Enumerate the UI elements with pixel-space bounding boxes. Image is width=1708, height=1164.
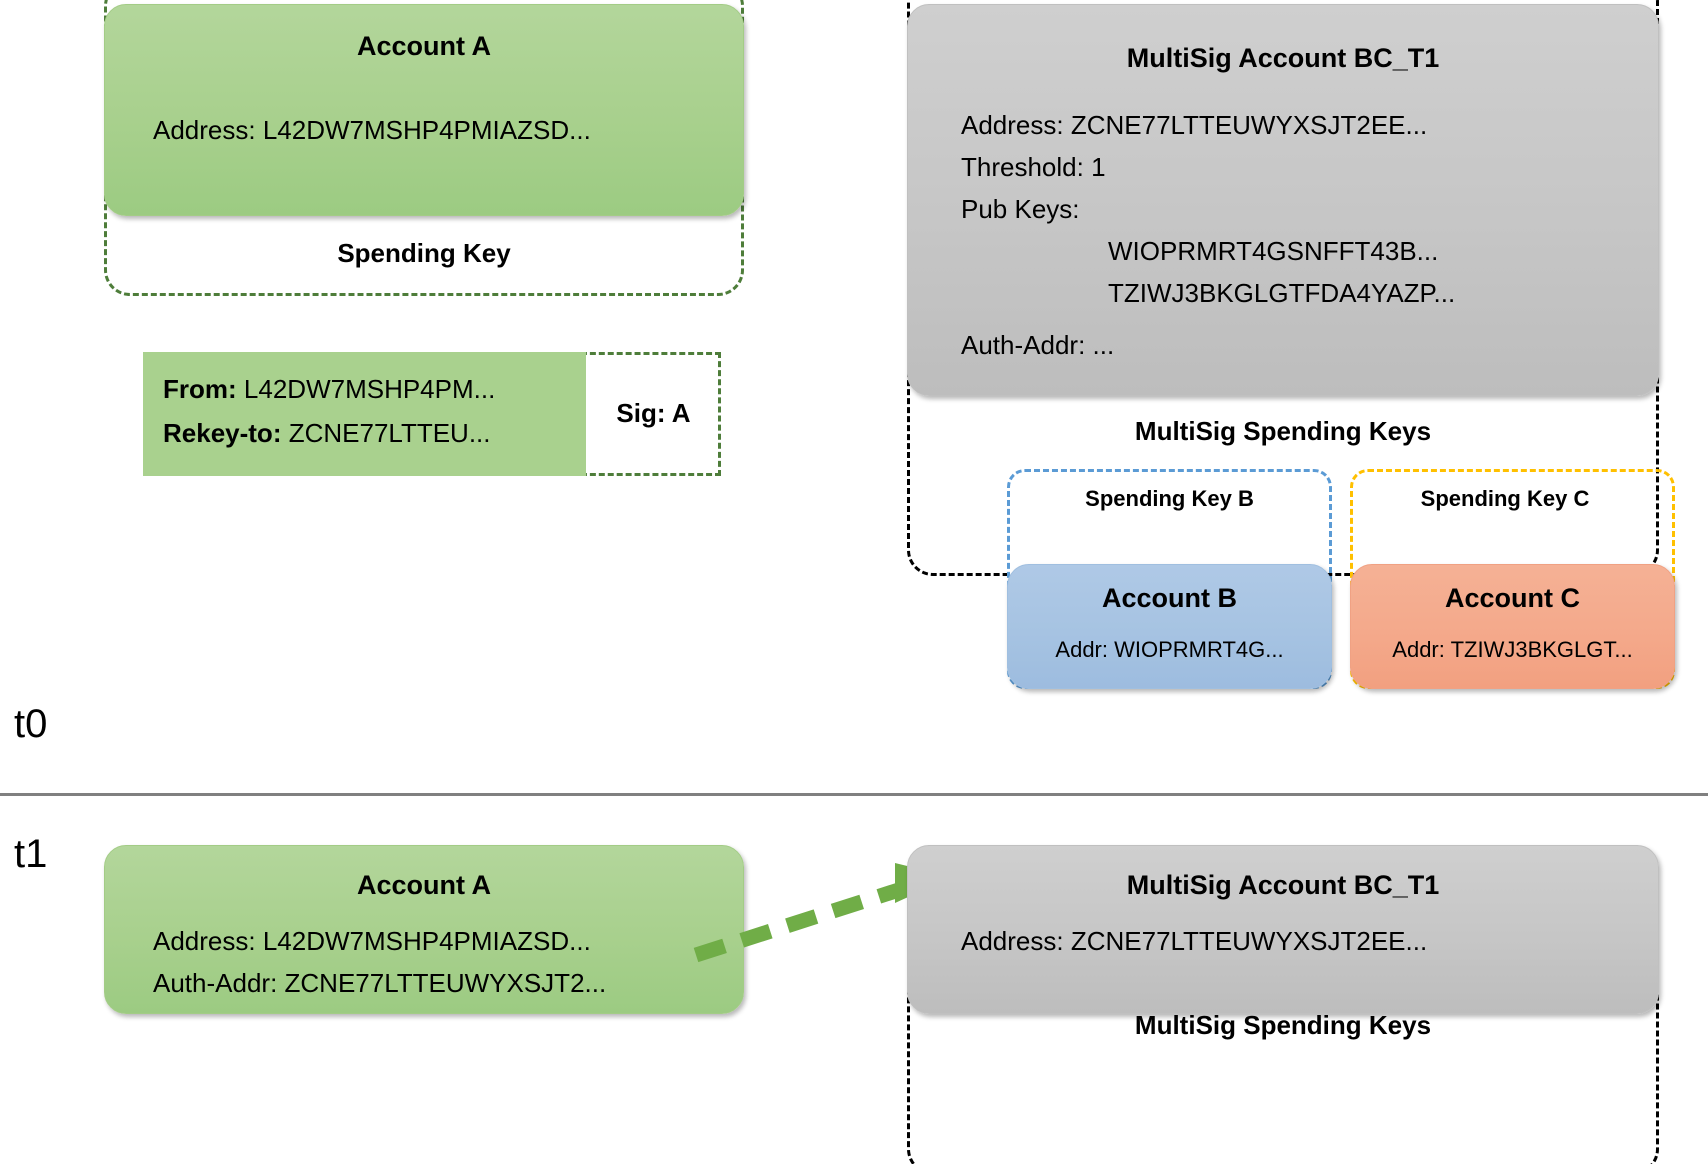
multisig-auth-addr-t0: Auth-Addr: ... (961, 330, 1115, 360)
timeline-label-t1: t1 (14, 832, 48, 876)
spending-key-c-label: Spending Key C (1420, 486, 1590, 511)
transaction-signature-label-t0: Sig: A (616, 398, 691, 428)
timeline-divider (0, 793, 1708, 796)
transaction-from-label-t0: From: (163, 374, 237, 404)
account-a-auth-addr-t1: Auth-Addr: ZCNE77LTTEUWYXSJT2... (153, 968, 607, 998)
multisig-account-card-t1[interactable]: MultiSig Account BC_T1 Address: ZCNE77LT… (907, 845, 1659, 1014)
account-c-address: Addr: TZIWJ3BKGLGT... (1392, 637, 1633, 662)
account-b-title: Account B (1102, 583, 1237, 613)
account-a-spending-key-label-t0: Spending Key (337, 238, 511, 268)
multisig-pubkey-0-t0: WIOPRMRT4GSNFFT43B... (1108, 236, 1439, 266)
multisig-address-t1: Address: ZCNE77LTTEUWYXSJT2EE... (961, 926, 1428, 956)
transaction-rekey-value-t0: ZCNE77LTTEU... (288, 418, 491, 448)
transaction-rekey-label-t0: Rekey-to: (163, 418, 282, 448)
transaction-from-row-t0: From: L42DW7MSHP4PM... (163, 374, 495, 405)
multisig-title-t0: MultiSig Account BC_T1 (1126, 43, 1440, 73)
account-a-title-t0: Account A (357, 31, 491, 61)
account-a-title-t1: Account A (357, 870, 491, 900)
multisig-title-t1: MultiSig Account BC_T1 (1126, 870, 1440, 900)
account-c-card[interactable]: Account C Addr: TZIWJ3BKGLGT... (1350, 564, 1675, 689)
transaction-from-value-t0: L42DW7MSHP4PM... (243, 374, 496, 404)
multisig-pubkey-1-t0: TZIWJ3BKGLGTFDA4YAZP... (1108, 278, 1456, 308)
multisig-account-card-t0[interactable]: MultiSig Account BC_T1 Address: ZCNE77LT… (907, 4, 1659, 396)
account-a-card-t1[interactable]: Account A Address: L42DW7MSHP4PMIAZSD...… (104, 845, 744, 1014)
multisig-spending-keys-label-t0: MultiSig Spending Keys (1134, 416, 1432, 446)
transaction-rekey-row-t0: Rekey-to: ZCNE77LTTEU... (163, 418, 491, 449)
transaction-body-t0[interactable]: From: L42DW7MSHP4PM... Rekey-to: ZCNE77L… (143, 352, 586, 476)
account-a-card-t0[interactable]: Account A Address: L42DW7MSHP4PMIAZSD... (104, 4, 744, 216)
timeline-label-t0: t0 (14, 702, 48, 746)
multisig-pubkeys-label-t0: Pub Keys: (961, 194, 1080, 224)
account-b-card[interactable]: Account B Addr: WIOPRMRT4G... (1007, 564, 1332, 689)
account-b-address: Addr: WIOPRMRT4G... (1055, 637, 1284, 662)
account-a-address-t0: Address: L42DW7MSHP4PMIAZSD... (153, 115, 591, 145)
account-a-address-t1: Address: L42DW7MSHP4PMIAZSD... (153, 926, 591, 956)
multisig-address-t0: Address: ZCNE77LTTEUWYXSJT2EE... (961, 110, 1428, 140)
multisig-threshold-t0: Threshold: 1 (961, 152, 1106, 182)
multisig-spending-keys-label-t1: MultiSig Spending Keys (1134, 1010, 1432, 1040)
account-c-title: Account C (1445, 583, 1580, 613)
spending-key-b-label: Spending Key B (1085, 486, 1254, 511)
